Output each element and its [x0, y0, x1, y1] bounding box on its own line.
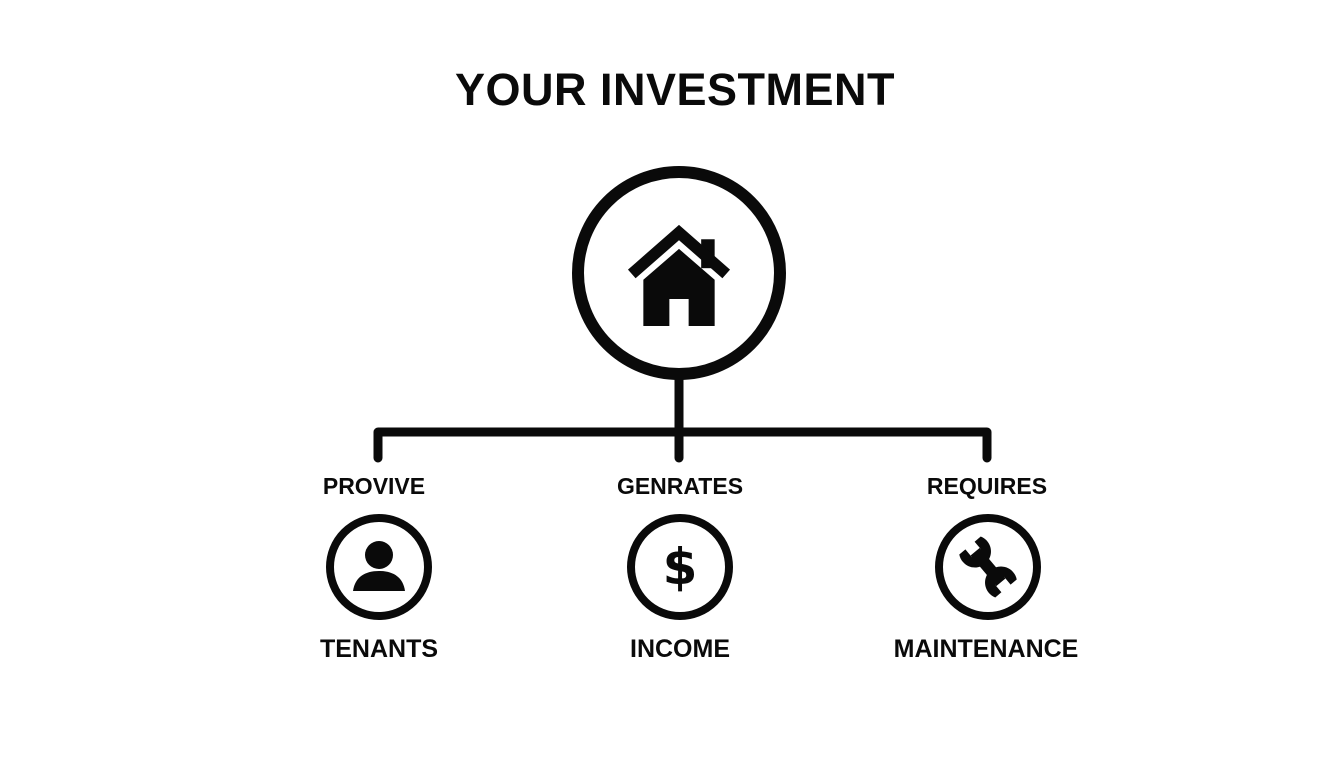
branch-verb-requires: REQUIRES — [926, 473, 1048, 499]
branch-noun-tenants: TENANTS — [319, 635, 439, 663]
wrench-icon — [959, 536, 1017, 598]
tenants-node — [326, 514, 432, 620]
dollar-icon: $ — [662, 538, 698, 596]
branch-noun-maintenance: MAINTENANCE — [893, 635, 1079, 663]
branch-noun-income: INCOME — [630, 635, 730, 663]
diagram-title: YOUR INVESTMENT — [454, 64, 896, 115]
branch-verb-genrates: GENRATES — [616, 473, 744, 499]
house-icon — [627, 224, 731, 326]
maintenance-node — [935, 514, 1041, 620]
income-node: $ — [627, 514, 733, 620]
person-icon — [353, 541, 405, 591]
branch-verb-provive: PROVIVE — [322, 473, 426, 499]
investment-hub-circle — [572, 166, 786, 380]
